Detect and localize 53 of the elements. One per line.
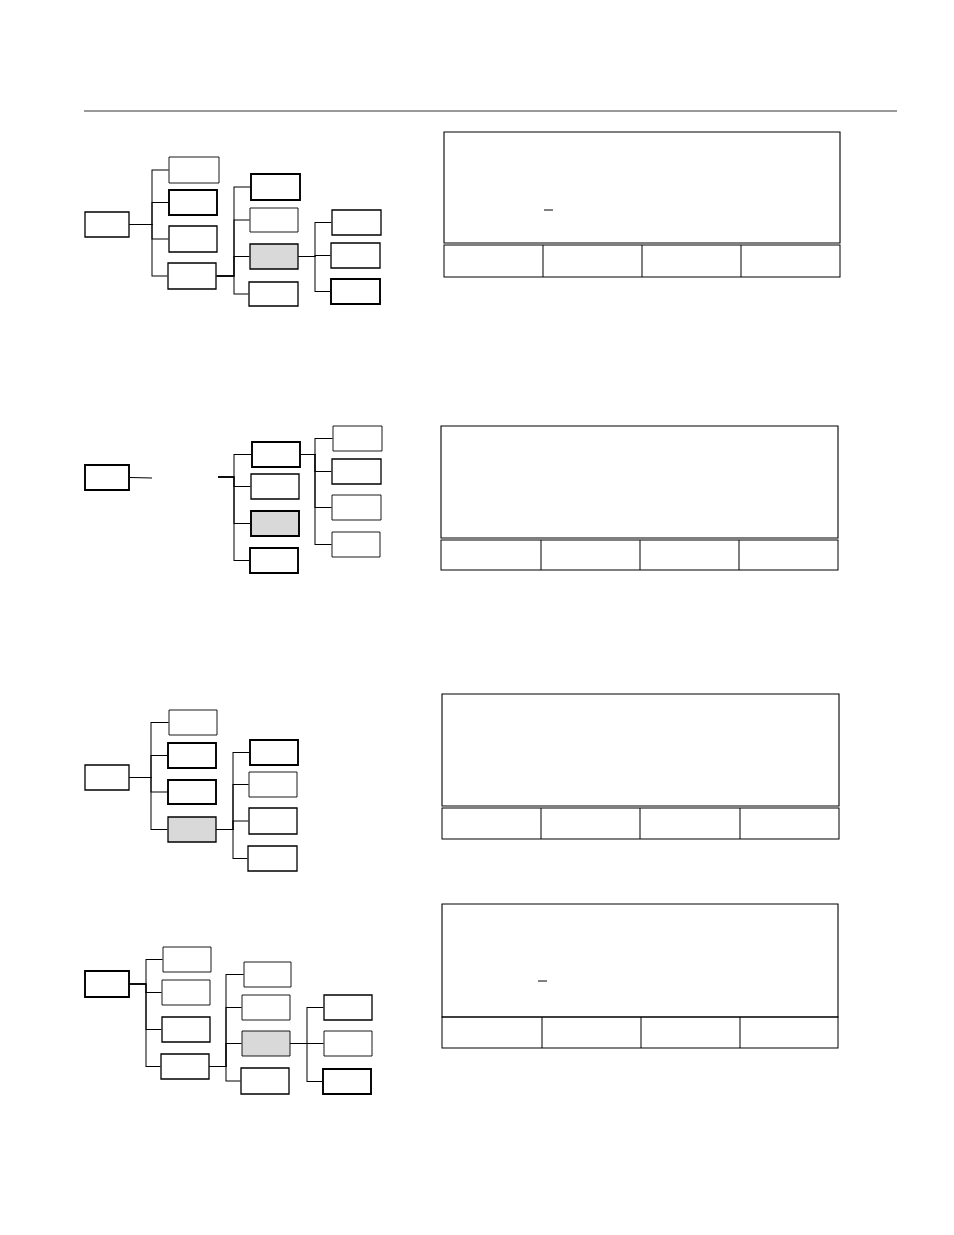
- tree-box: [249, 739, 299, 766]
- highlighted-box: [249, 243, 299, 270]
- tree-box: [84, 464, 130, 491]
- connector-line: [298, 256, 331, 292]
- tree-box: [330, 278, 381, 305]
- tree-box: [323, 994, 373, 1021]
- tree-box: [84, 764, 130, 791]
- connector-line: [209, 1066, 241, 1082]
- connector-line: [129, 777, 168, 830]
- connector-line: [289, 1043, 323, 1082]
- tree-box: [248, 281, 299, 307]
- tree-box: [250, 473, 300, 500]
- tree-box: [161, 1016, 211, 1043]
- tree-box: [248, 807, 298, 835]
- tree-box: [168, 156, 220, 184]
- tree-box: [160, 1053, 210, 1080]
- tree-box: [249, 547, 299, 574]
- highlighted-box: [167, 816, 217, 843]
- tree-box: [251, 441, 301, 468]
- tree-box: [168, 189, 218, 216]
- tree-box: [250, 173, 301, 201]
- tree-box: [241, 994, 291, 1021]
- highlighted-box: [241, 1030, 291, 1057]
- tree-box: [331, 494, 382, 521]
- tree-box: [162, 946, 212, 973]
- tree-box: [330, 242, 381, 269]
- connector-line: [129, 477, 153, 479]
- connector-line: [300, 454, 333, 545]
- tree-box: [167, 262, 217, 290]
- tree-box: [161, 979, 211, 1006]
- tree-box: [240, 1067, 290, 1095]
- tree-box: [331, 531, 381, 558]
- tree-box: [322, 1068, 372, 1095]
- connector-line: [129, 983, 161, 1067]
- connector-line: [216, 829, 248, 859]
- tree-box: [168, 225, 218, 253]
- connector-line: [129, 224, 168, 277]
- tree-box: [84, 211, 130, 238]
- tree-box: [331, 458, 382, 485]
- tree-box: [84, 970, 130, 998]
- tree-box: [243, 961, 292, 988]
- tree-box: [167, 742, 217, 769]
- connector-line: [216, 275, 249, 295]
- tree-box: [168, 709, 218, 736]
- tree-box: [247, 845, 298, 872]
- tree-box: [323, 1030, 373, 1057]
- tree-box: [248, 771, 298, 798]
- tree-box: [331, 209, 382, 236]
- highlighted-box: [250, 510, 300, 537]
- tree-box: [249, 207, 299, 233]
- tree-box: [332, 425, 383, 452]
- connector-line: [217, 476, 250, 561]
- tree-box: [167, 779, 217, 805]
